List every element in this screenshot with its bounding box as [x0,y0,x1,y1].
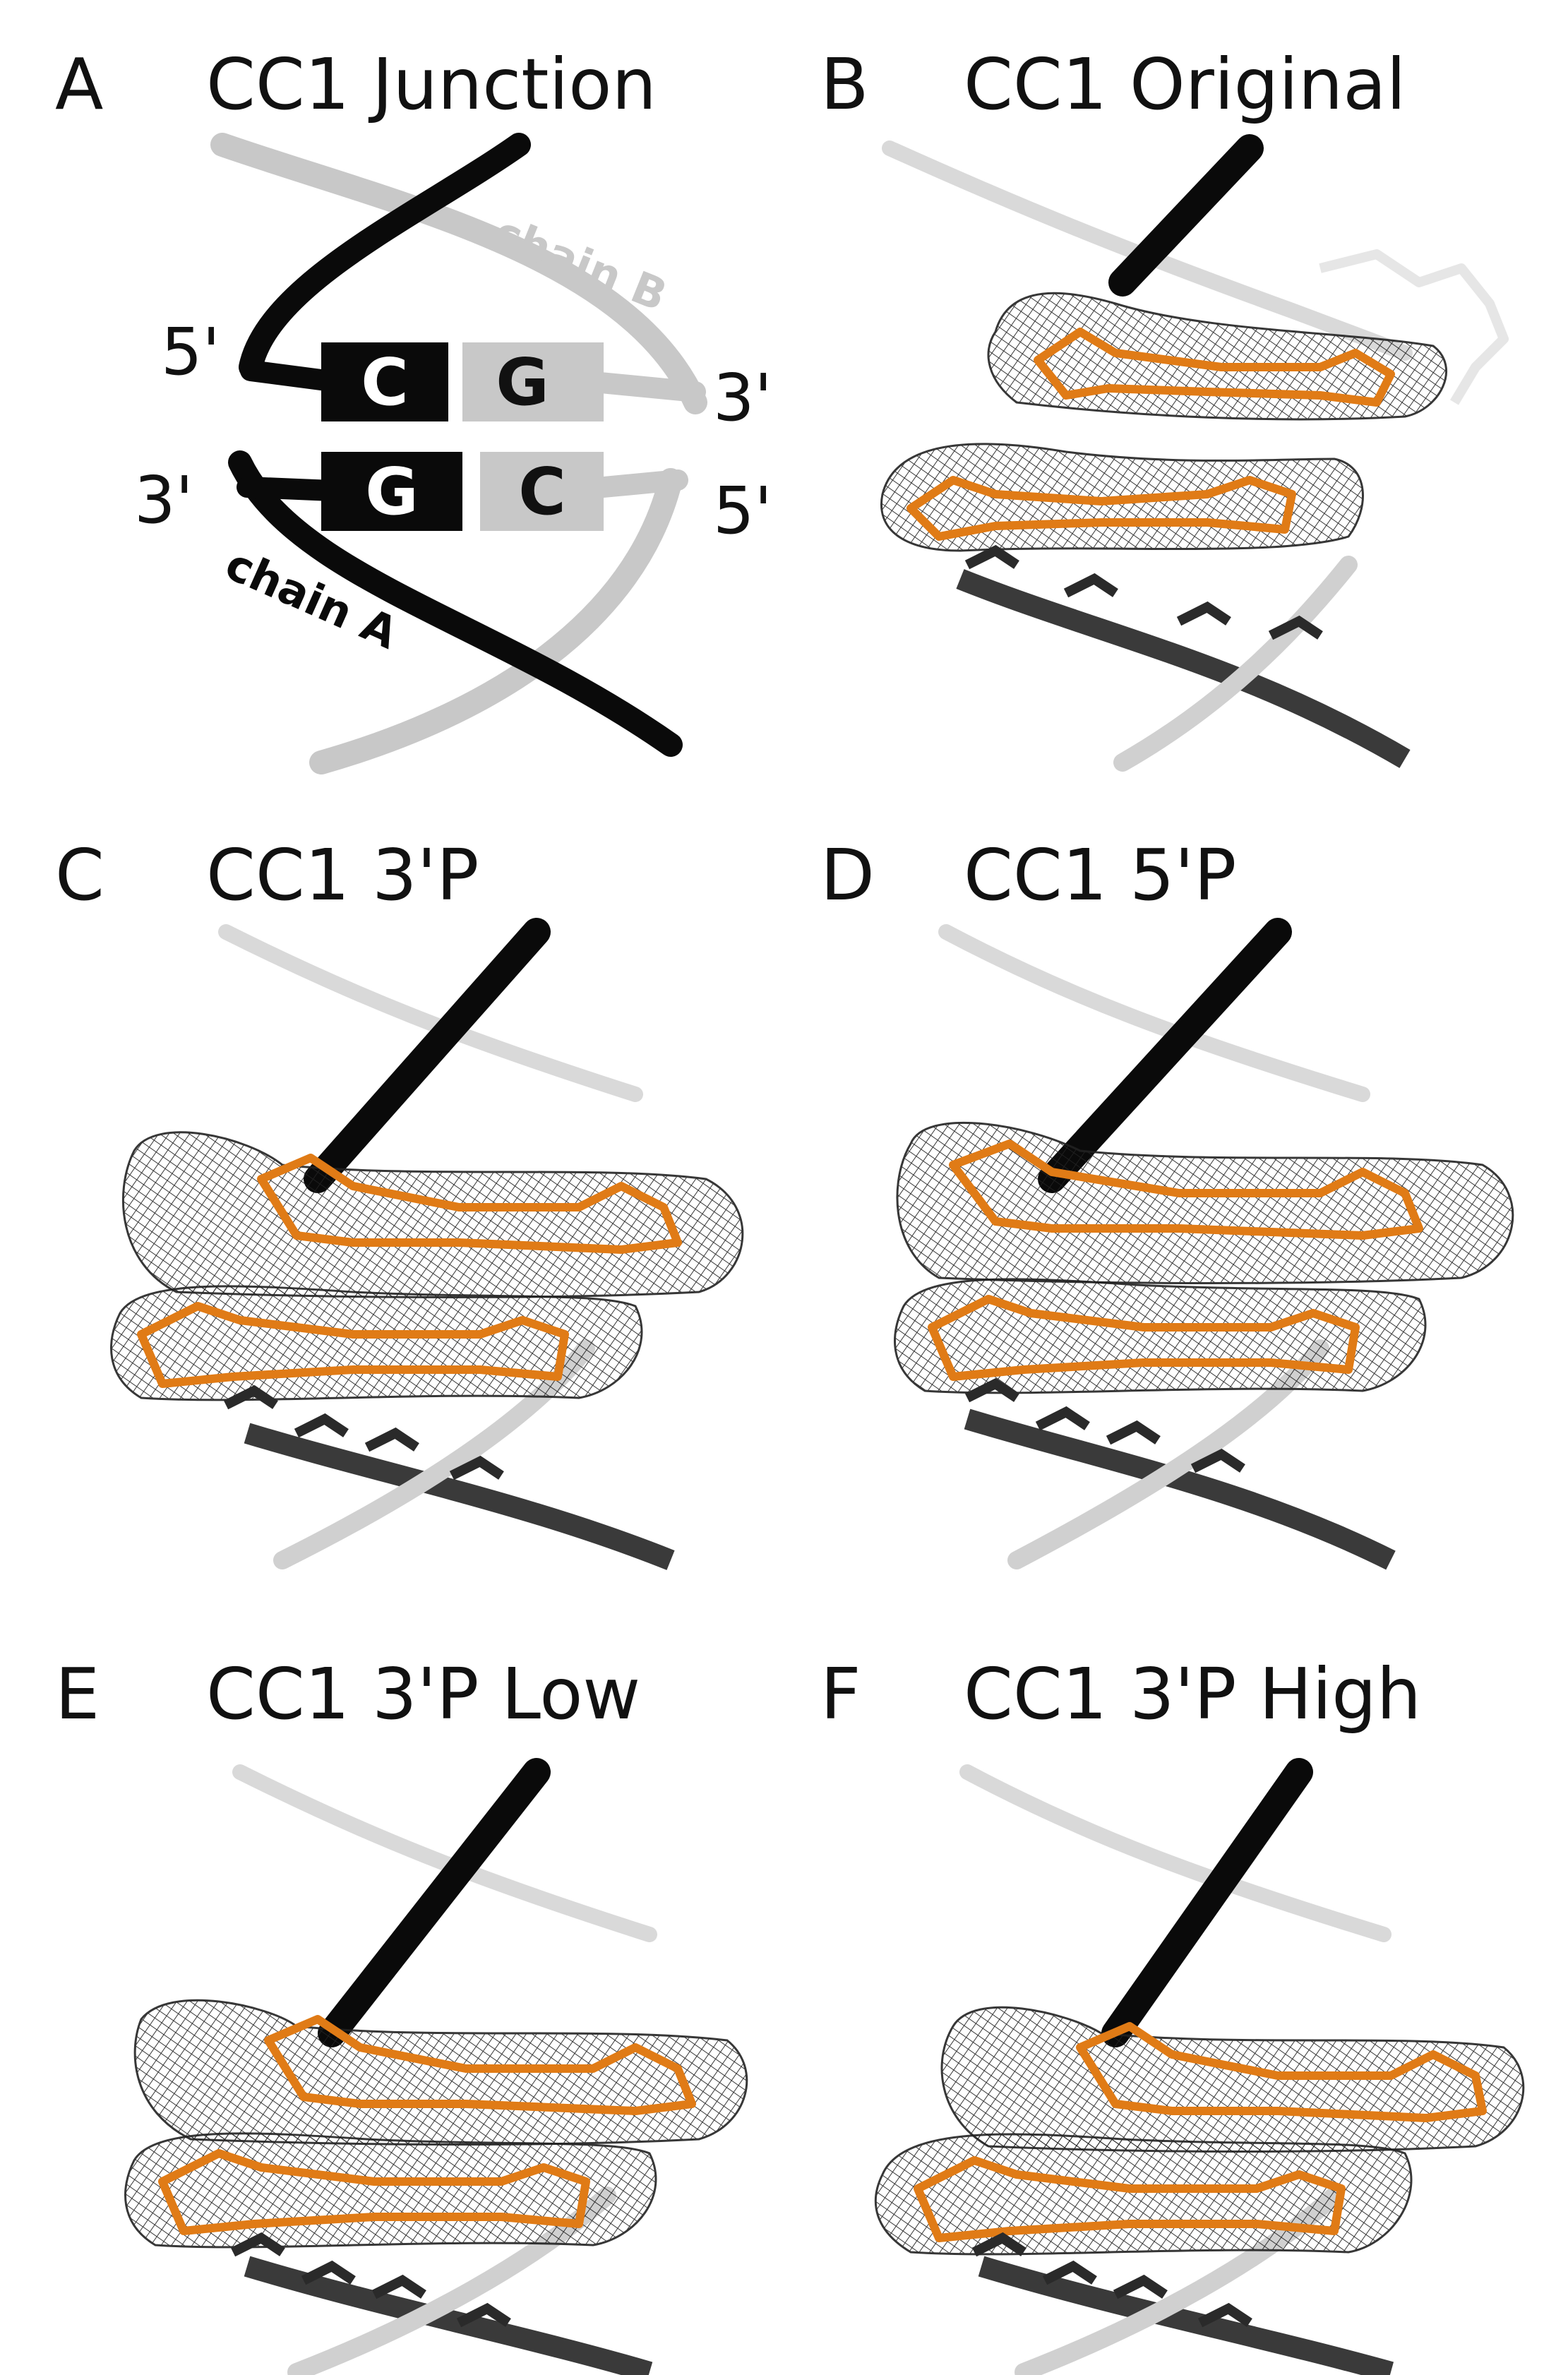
panel-title-b: CC1 Original [964,43,1406,126]
backbone-black-top [1038,918,1292,1193]
panel-title-d: CC1 5'P [964,834,1237,916]
panel-label-f: F [820,1653,861,1735]
panel-a: A CC1 Junction C G G C 5' 3' 3' 5' chain… [0,0,784,774]
chain-b-strand-top [210,133,707,414]
structure-render-f [874,1758,1525,2375]
base-sticks-lower [971,2232,1252,2328]
panel-label-b: B [820,43,869,126]
chain-b-link-top [575,371,706,402]
end-label-right-top: 3' [713,360,772,436]
base-top-left: C [361,345,409,420]
chain-b-label: chain B [486,205,674,321]
junction-diagram: C G G C 5' 3' 3' 5' chain B chain A [134,133,772,774]
base-sticks-lower [230,2232,511,2328]
panel-title-a: CC1 Junction [206,43,657,126]
backbone-light-top [882,140,1413,361]
backbone-light-top [218,924,643,1102]
base-sticks-lower [964,544,1323,640]
panel-d: D CC1 5'P [784,784,1568,1570]
base-top-right: G [496,345,549,420]
base-box-bottom-right [480,452,604,531]
nucleotide-top [257,1154,682,1254]
panel-f: F CC1 3'P High [784,1589,1568,2375]
nucleotide-bottom [137,1302,569,1388]
base-sticks-lower [964,1377,1245,1473]
panel-title-e: CC1 3'P Low [206,1653,641,1735]
backbone-dark-bottom [978,2256,1394,2375]
structure-render-d [894,918,1514,1570]
panel-label-c: C [55,834,104,916]
base-sticks-lower [223,1384,504,1480]
base-bottom-right: C [518,454,566,530]
end-label-left-top: 5' [161,314,220,390]
nucleotide-top [264,2015,696,2115]
chain-a-link-bottom [237,477,342,501]
density-mesh-top [133,1999,748,2146]
structure-render-c [110,918,744,1570]
nucleotide-bottom [158,2149,590,2235]
nucleotide-top [949,1139,1423,1240]
backbone-black-top [1108,134,1264,297]
base-box-top-left [321,342,448,421]
base-bottom-left: G [365,454,419,530]
backbone-light-bottom [1113,556,1358,772]
base-box-top-right [462,342,604,421]
base-box-bottom-left [321,452,462,531]
nucleotide-top [1076,2022,1487,2122]
end-label-right-bottom: 5' [713,473,772,549]
backbone-dark-bottom [956,569,1411,768]
panel-label-a: A [55,43,104,126]
backbone-black-top [304,918,551,1193]
end-label-left-bottom: 3' [134,462,193,538]
chain-b-strand-bottom [309,468,683,774]
panel-title-c: CC1 3'P [206,834,479,916]
nucleotide-bottom [906,476,1296,541]
structure-render-b [880,134,1509,772]
chain-a-link-top [240,360,342,392]
backbone-dark-bottom [244,1423,675,1570]
backbone-black-top [1101,1758,1313,2047]
panel-e: E CC1 3'P Low [0,1589,784,2375]
panel-label-d: D [820,834,875,916]
chain-a-strand-top [239,133,531,379]
backbone-light-top [959,1764,1392,1942]
chain-a-strand-bottom [228,450,683,757]
density-mesh-top [940,2006,1525,2153]
backbone-light-top [938,924,1370,1102]
nucleotide-bottom [914,2156,1346,2242]
chain-b-link-bottom [593,469,688,498]
backbone-black-top [318,1758,551,2047]
panel-label-e: E [55,1653,100,1735]
density-mesh-top [122,1131,744,1298]
panel-title-f: CC1 3'P High [964,1653,1422,1735]
nucleotide-bottom [928,1295,1360,1381]
panel-b: B CC1 Original [784,0,1568,772]
backbone-light-top [232,1764,657,1942]
density-mesh-top [896,1121,1514,1284]
structure-render-e [124,1758,748,2375]
panel-c: C CC1 3'P [0,784,784,1570]
ligand-sticks [1319,249,1509,405]
nucleotide-top [1034,328,1395,407]
backbone-dark-bottom [964,1408,1396,1570]
